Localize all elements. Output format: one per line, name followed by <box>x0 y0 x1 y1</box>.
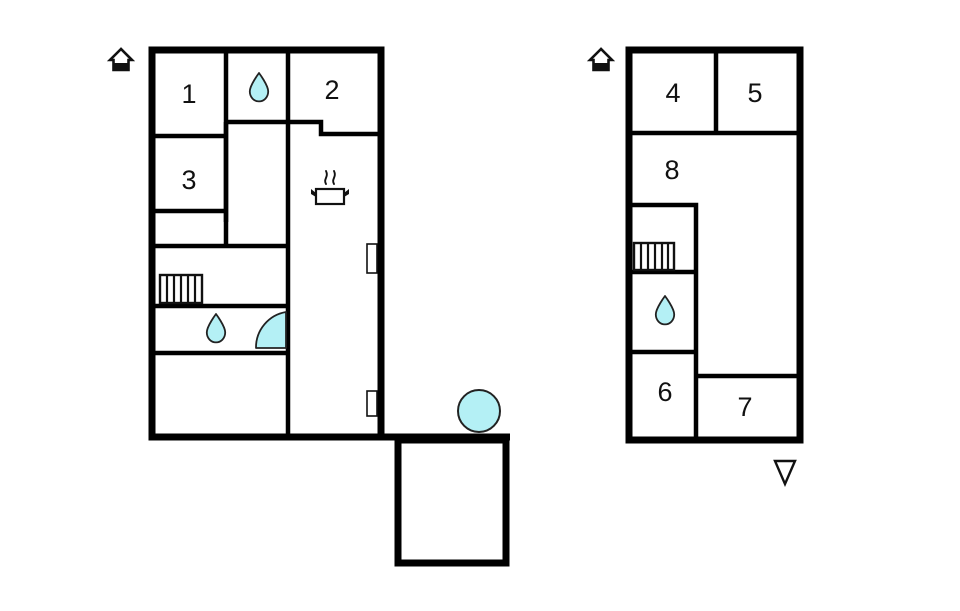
shower-icon <box>255 311 287 349</box>
house-icon <box>588 47 614 72</box>
window-east-upper <box>366 243 378 274</box>
room-label-2: 2 <box>324 75 339 105</box>
room-label-4: 4 <box>665 78 680 108</box>
staircase-icon <box>632 241 676 272</box>
staircase-icon <box>158 273 204 305</box>
room-label-1: 1 <box>181 79 196 109</box>
ground-floor-interior-walls <box>154 53 379 434</box>
room-label-8: 8 <box>664 155 679 185</box>
room-label-6: 6 <box>657 377 672 407</box>
upper-floor-plan: 4 5 8 6 7 <box>625 46 804 444</box>
circle-icon <box>457 389 501 433</box>
room-label-5: 5 <box>747 78 762 108</box>
triangle-down-icon <box>773 459 797 488</box>
room-label-3: 3 <box>181 165 196 195</box>
orientation-markers <box>108 47 797 488</box>
ground-floor-plan: 1 2 3 <box>148 46 510 567</box>
window-east-lower <box>366 390 378 417</box>
room-label-7: 7 <box>737 392 752 422</box>
house-icon <box>108 47 134 72</box>
upper-floor-outer-walls <box>625 46 804 444</box>
upper-floor-interior-walls <box>631 53 798 437</box>
ground-floor-openings <box>366 243 378 417</box>
